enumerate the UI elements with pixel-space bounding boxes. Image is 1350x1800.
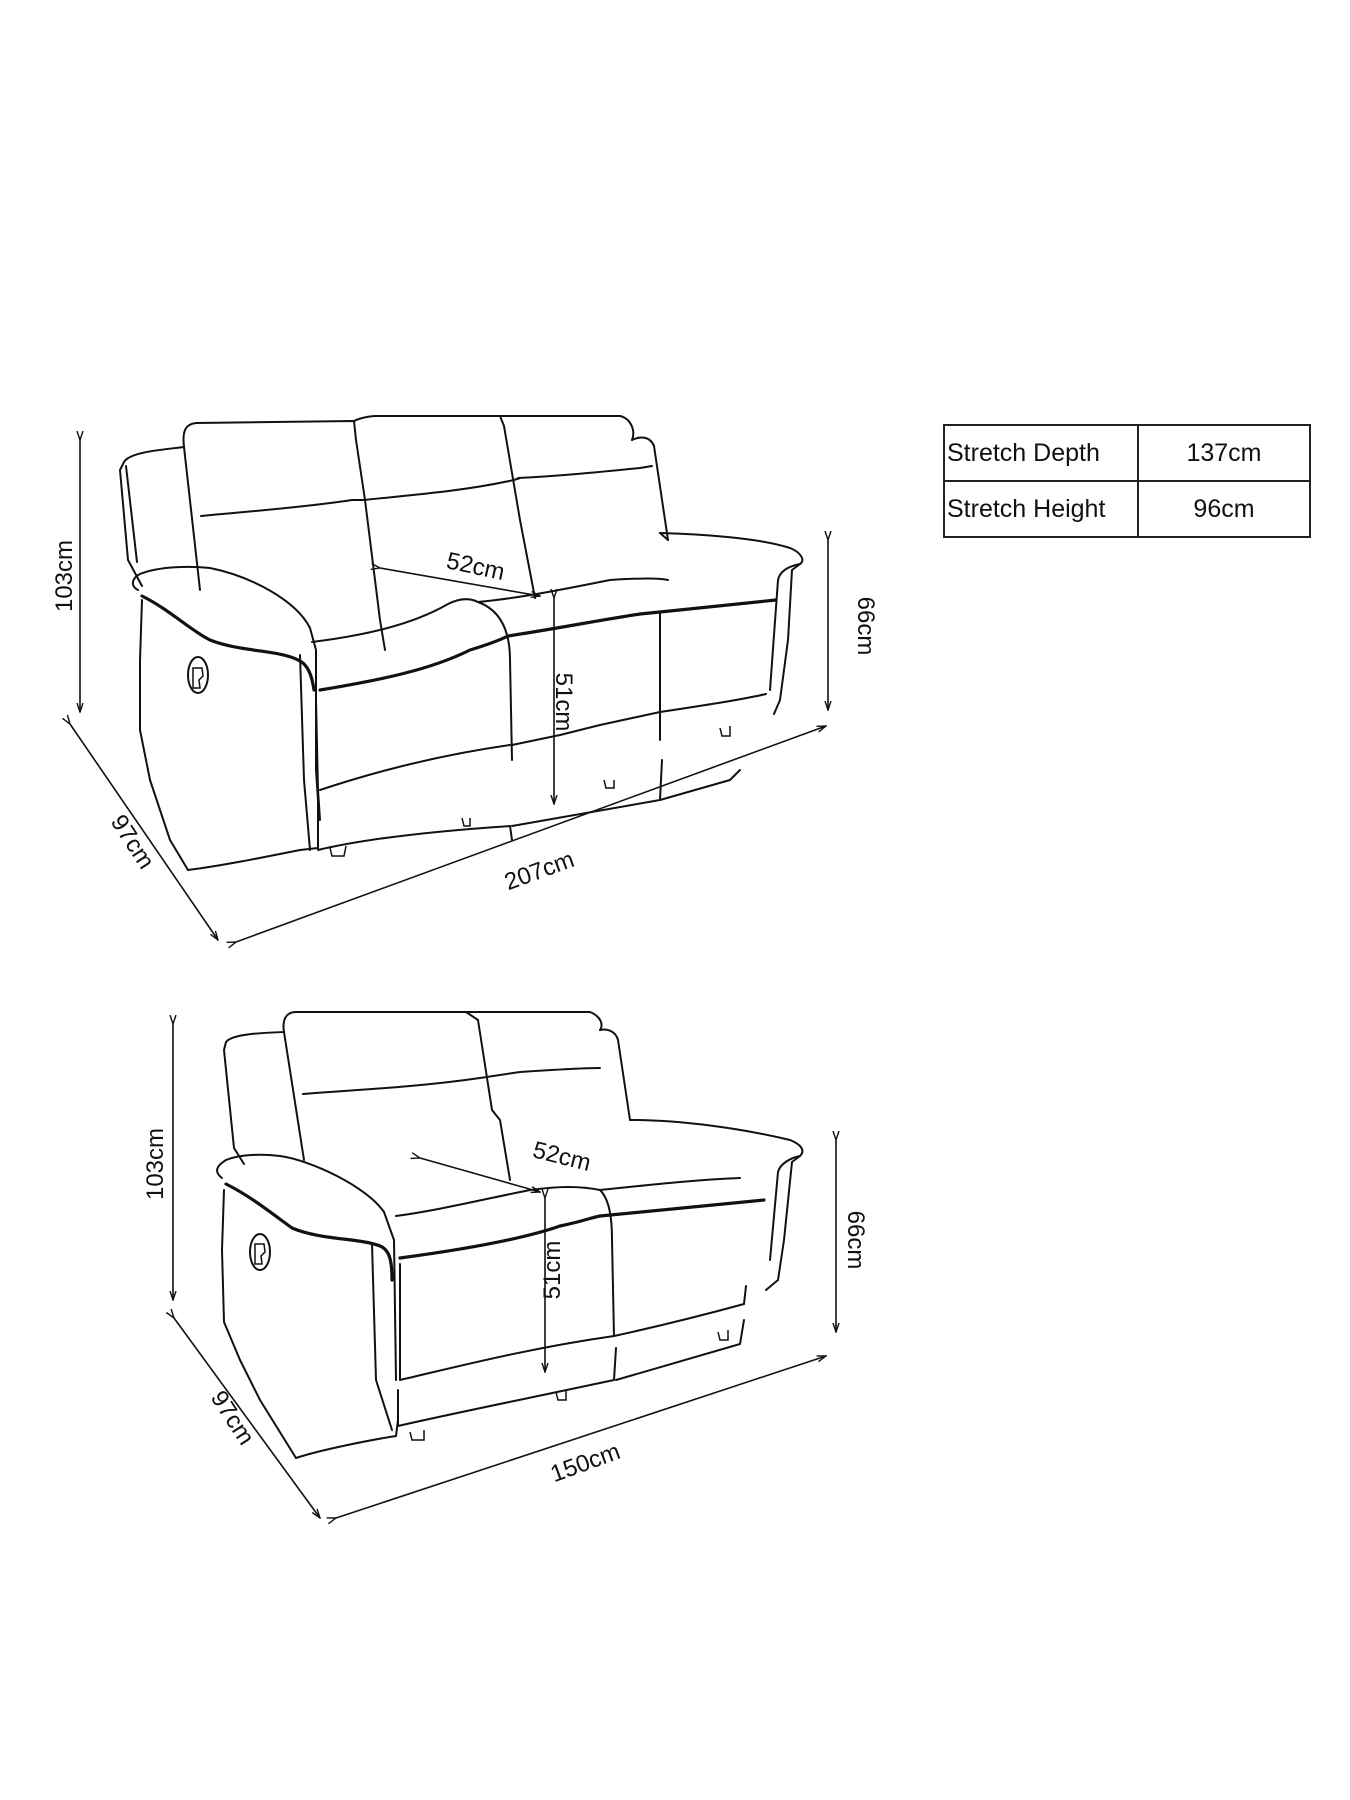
table-row: Stretch Height 96cm	[943, 480, 1311, 538]
three-seater-arm-height-label: 66cm	[852, 597, 879, 656]
stretch-specs-table: Stretch Depth 137cm Stretch Height 96cm	[943, 424, 1311, 538]
table-row: Stretch Depth 137cm	[943, 424, 1311, 482]
two-seater-seat-height-label: 51cm	[539, 1241, 566, 1300]
three-seater-width-label: 207cm	[501, 846, 578, 896]
two-seater-height-label: 103cm	[142, 1128, 169, 1200]
spec-value: 137cm	[1137, 424, 1311, 482]
three-seater-sofa: 103cm 66cm 97cm 207cm 52cm 51cm	[51, 415, 879, 942]
two-seater-width-label: 150cm	[547, 1438, 624, 1488]
two-seater-depth-label: 97cm	[205, 1386, 260, 1450]
spec-label: Stretch Depth	[943, 424, 1139, 482]
spec-label: Stretch Height	[943, 480, 1139, 538]
three-seater-seat-height-label: 51cm	[550, 673, 577, 732]
spec-value: 96cm	[1137, 480, 1311, 538]
three-seater-height-label: 103cm	[51, 540, 78, 612]
two-seater-seat-depth-label: 52cm	[530, 1137, 593, 1177]
two-seater-arm-height-label: 66cm	[842, 1211, 869, 1270]
two-seater-sofa: 103cm 66cm 97cm 150cm 52cm 51cm	[142, 1011, 869, 1518]
